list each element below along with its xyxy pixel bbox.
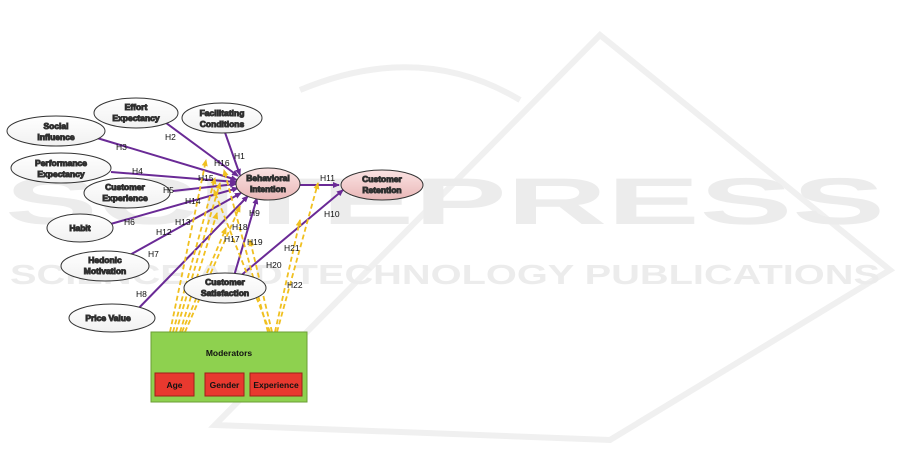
node-label: Expectancy [37, 169, 85, 179]
node-label: Conditions [200, 119, 245, 129]
node-label: Expectancy [112, 113, 160, 123]
node-label: Effort [125, 102, 148, 112]
path-effort-to-intention [157, 116, 239, 177]
label-h6: H6 [124, 217, 135, 227]
watermark-subtitle: SCIENCE AND TECHNOLOGY PUBLICATIONS [10, 259, 880, 290]
hypothesis-labels: H1 H2 H3 H4 H5 H6 H7 H8 H9 H10 H11 H12 H… [116, 132, 340, 299]
moderator-path-h18 [222, 169, 269, 333]
node-label: Performance [35, 158, 87, 168]
node-label: Motivation [84, 266, 127, 276]
label-h19: H19 [247, 237, 263, 247]
node-effort-expectancy: Effort Expectancy [93, 97, 179, 129]
label-h20: H20 [266, 260, 282, 270]
node-performance-expectancy: Performance Expectancy [10, 152, 112, 184]
node-customer-experience: Customer Experience [83, 177, 171, 209]
node-label: Customer [105, 182, 145, 192]
label-h16: H16 [214, 158, 230, 168]
path-experience-to-intention [172, 181, 237, 192]
label-h11: H11 [320, 173, 335, 183]
moderator-label: Gender [210, 380, 240, 390]
node-social-influence: Social Influence [6, 115, 106, 147]
node-label: Experience [102, 193, 148, 203]
node-label: Habit [69, 223, 90, 233]
constructs: Social Influence Effort Expectancy Facil… [6, 97, 424, 333]
node-label: Influence [37, 132, 75, 142]
node-label: Satisfaction [201, 288, 249, 298]
node-behavioral-intention: Behavioral Intention [235, 167, 301, 201]
moderator-path-h15 [172, 177, 217, 333]
label-h13: H13 [175, 217, 191, 227]
label-h17: H17 [224, 234, 240, 244]
label-h1: H1 [234, 151, 245, 161]
label-h8: H8 [136, 289, 147, 299]
moderator-path-h13 [179, 212, 219, 333]
label-h7: H7 [148, 249, 159, 259]
node-label: Customer [205, 277, 245, 287]
node-label: Intention [250, 184, 286, 194]
node-label: Social [43, 121, 68, 131]
path-satisfaction-to-retention [237, 189, 344, 279]
label-h2: H2 [165, 132, 176, 142]
node-customer-retention: Customer Retention [340, 169, 424, 201]
path-social-to-intention [96, 137, 238, 182]
label-h22: H22 [287, 280, 303, 290]
node-label: Facilitating [200, 108, 245, 118]
node-label: Behavioral [246, 173, 289, 183]
label-h3: H3 [116, 142, 127, 152]
node-price-value: Price Value [68, 303, 156, 333]
label-h9: H9 [249, 208, 260, 218]
moderators-title: Moderators [206, 348, 253, 358]
label-h5: H5 [163, 185, 174, 195]
label-h14: H14 [185, 196, 201, 206]
moderator-experience: Experience [249, 372, 303, 397]
moderator-path-h14 [175, 182, 222, 333]
path-price-to-intention [132, 195, 249, 315]
node-label: Price Value [85, 313, 131, 323]
path-satisfaction-to-intention [233, 197, 259, 277]
node-label: Customer [362, 174, 402, 184]
label-h4: H4 [132, 166, 143, 176]
label-h10: H10 [324, 209, 340, 219]
node-label: Hedonic [88, 255, 122, 265]
moderator-age: Age [154, 372, 195, 397]
node-hedonic-motivation: Hedonic Motivation [60, 250, 150, 282]
moderator-path-h22 [276, 182, 320, 333]
moderator-gender: Gender [204, 372, 245, 397]
moderator-path-h17 [184, 205, 241, 333]
node-label: Retention [362, 185, 401, 195]
node-facilitating-conditions: Facilitating Conditions [181, 102, 263, 134]
moderator-label: Age [166, 380, 182, 390]
watermark: SCITEPRESS SCIENCE AND TECHNOLOGY PUBLIC… [5, 30, 896, 444]
node-customer-satisfaction: Customer Satisfaction [183, 272, 267, 304]
label-h15: H15 [198, 173, 214, 183]
label-h18: H18 [232, 222, 248, 232]
moderator-label: Experience [253, 380, 299, 390]
moderator-path-h21 [274, 219, 302, 333]
node-habit: Habit [46, 213, 114, 243]
label-h21: H21 [284, 243, 300, 253]
label-h12: H12 [156, 227, 172, 237]
moderator-path-h19 [213, 189, 271, 333]
moderators-box: Moderators Age Gender Experience [150, 331, 308, 403]
moderator-paths [169, 159, 320, 333]
moderator-path-h16 [169, 159, 208, 333]
